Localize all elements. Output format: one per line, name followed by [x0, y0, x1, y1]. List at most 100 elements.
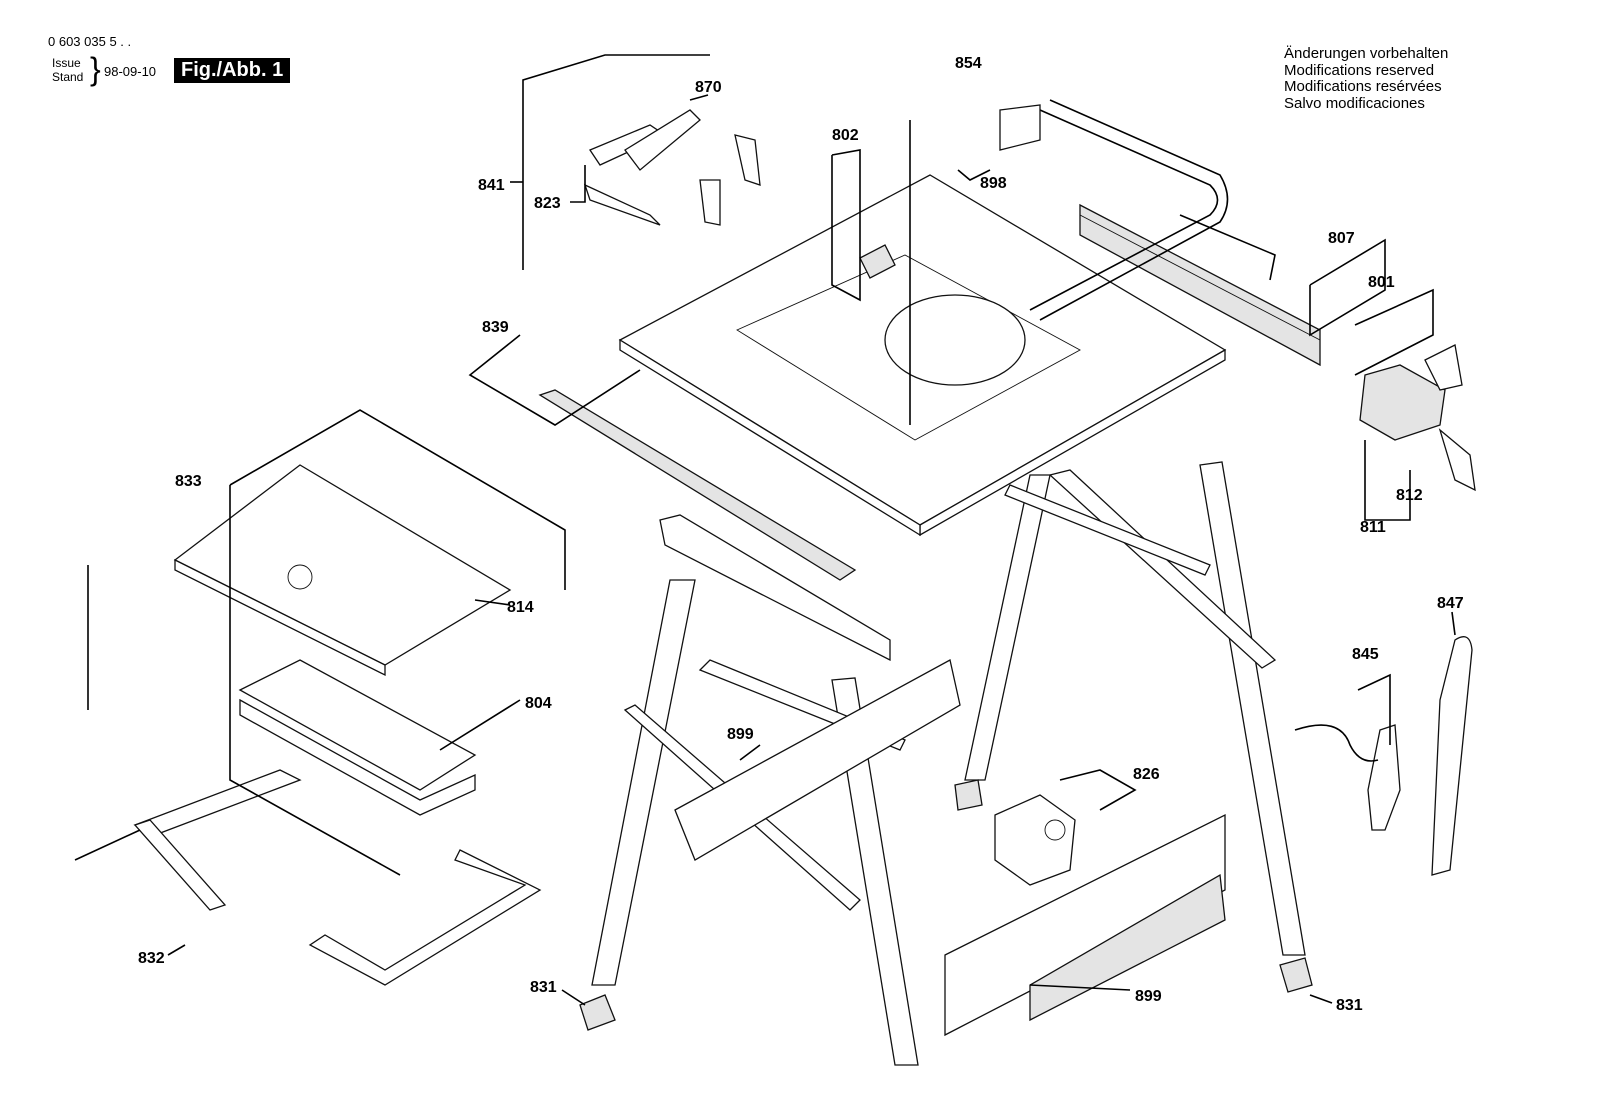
callout-801: 801 [1368, 274, 1395, 291]
rip-fence-rail [1079, 203, 1321, 367]
leader-811-812 [1364, 440, 1411, 521]
brace-glyph: } [90, 51, 101, 87]
issue-date: 98-09-10 [104, 64, 157, 79]
clamp-handle-top [1424, 344, 1463, 391]
switch-assembly [994, 794, 1076, 886]
callout-814: 814 [507, 599, 534, 616]
leader-839 [468, 334, 641, 426]
upper-brace [1004, 484, 1211, 576]
front-crossbar [674, 659, 961, 861]
callout-812: 812 [1396, 487, 1423, 504]
fence-rail-line [1079, 214, 1321, 341]
miter-handle-1 [734, 134, 761, 186]
leader-831b [1309, 994, 1333, 1004]
callout-839: 839 [482, 319, 509, 336]
router-plate-hole [287, 564, 313, 590]
callout-807: 807 [1328, 230, 1355, 247]
leader-807 [1309, 238, 1386, 337]
leg-rear-right [1199, 461, 1306, 956]
callout-811: 811 [1360, 519, 1386, 536]
rear-crossbar-label [1029, 873, 1226, 1022]
table-top-front-edge [619, 338, 921, 537]
router-frame-upper [238, 659, 477, 791]
leader-898 [957, 169, 991, 181]
notice-german: Änderungen vorbehalten [1284, 45, 1449, 62]
base-frame-side-1 [133, 769, 302, 836]
guard-knob [859, 244, 896, 279]
router-table-insert [173, 464, 512, 816]
switch-housing [994, 794, 1076, 886]
callout-841: 841 [478, 177, 505, 194]
callout-847: 847 [1437, 595, 1464, 612]
blade-wrench [1367, 724, 1401, 831]
miter-handle-2 [699, 179, 721, 226]
stand-label: Stand [52, 70, 84, 84]
notice-spanish: Salvo modificaciones [1284, 94, 1425, 112]
fence-rail-body [1079, 203, 1321, 367]
notice-english: Modifications reserved [1284, 61, 1435, 79]
saw-opening [736, 254, 1081, 441]
foot-cap-left [579, 994, 616, 1031]
callout-833: 833 [175, 473, 202, 490]
fence-frame-tube [1029, 109, 1219, 311]
leader-823 [570, 165, 586, 203]
leader-801 [1354, 288, 1434, 376]
leg-front-right [831, 677, 919, 1066]
leg-rear-left [964, 474, 1051, 781]
leg-front-left [591, 579, 696, 986]
saw-blade-guard [884, 294, 1026, 386]
leader-833-box [229, 409, 566, 590]
leg-brace-rear [1048, 469, 1277, 669]
callout-831a: 831 [530, 979, 557, 996]
callout-831b: 831 [1336, 997, 1363, 1014]
base-frame-side-3 [308, 849, 542, 986]
miter-arm [624, 109, 701, 171]
router-frame-lower [239, 698, 476, 816]
fence-frame [999, 99, 1276, 321]
callout-854: 854 [955, 55, 982, 72]
callout-832: 832 [138, 950, 165, 967]
router-plate-edge [174, 558, 386, 677]
figure-label: Fig./Abb. 1 [174, 58, 291, 83]
leader-847 [1451, 611, 1456, 636]
callout-845: 845 [1352, 646, 1379, 663]
callout-802: 802 [832, 127, 859, 144]
table-top-assembly [618, 174, 1227, 537]
modifications-notice: Änderungen vorbehalten Modifications res… [1284, 45, 1449, 112]
miter-bracket-lower [583, 183, 661, 226]
callout-804: 804 [525, 695, 552, 712]
fence-clamp [1359, 344, 1476, 492]
leader-lines [74, 54, 1456, 1006]
leader-833-left [229, 485, 401, 876]
foot-cap-right [1279, 957, 1313, 993]
foot-cap-rear [954, 779, 983, 811]
callout-899b: 899 [1135, 988, 1162, 1005]
leader-831a [561, 989, 586, 1006]
side-rail-bar [538, 389, 857, 581]
base-frame-side-2 [133, 819, 227, 911]
clamp-handle-bottom [1438, 428, 1476, 492]
notice-french: Modifications resérvées [1284, 78, 1442, 95]
fence-frame-tube-2 [1039, 99, 1229, 321]
switch-button [1044, 819, 1066, 841]
accessories [1294, 636, 1473, 876]
leader-899a [739, 744, 761, 761]
leader-899b [1029, 984, 1131, 991]
leader-802 [831, 149, 861, 302]
frame-bracket [999, 104, 1041, 151]
router-plate [173, 464, 512, 666]
issue-label: Issue [52, 56, 81, 70]
callout-870: 870 [695, 79, 722, 96]
callout-823: 823 [534, 195, 561, 212]
callout-826: 826 [1133, 766, 1160, 783]
wrench-cord [1294, 724, 1379, 762]
frame-angle [1179, 214, 1276, 281]
push-stick [1431, 636, 1473, 876]
leader-826 [1059, 769, 1137, 811]
stand-legs [579, 461, 1313, 1066]
base-frame [133, 769, 542, 986]
side-rail [538, 389, 891, 662]
leader-832 [74, 829, 141, 861]
leader-870 [689, 94, 709, 101]
leader-845 [1357, 673, 1391, 745]
